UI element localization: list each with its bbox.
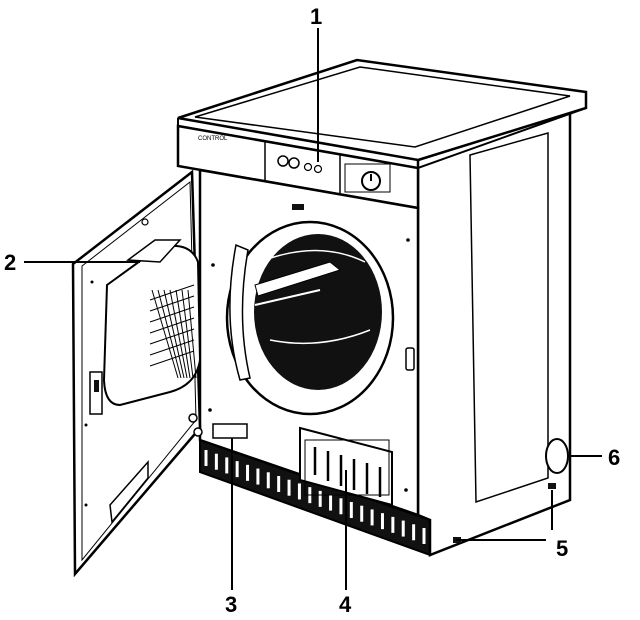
side-panel xyxy=(416,110,572,557)
top-surface xyxy=(177,58,588,170)
callout-2: 2 xyxy=(4,250,16,275)
lint-filter xyxy=(102,239,202,407)
air-intake-grill xyxy=(299,426,393,507)
svg-text:CONTROL: CONTROL xyxy=(198,136,228,142)
open-door xyxy=(71,169,203,578)
condenser-cap xyxy=(545,438,569,474)
leader-lines xyxy=(24,28,602,590)
label-plate xyxy=(212,423,248,439)
callout-1: 1 xyxy=(310,4,322,29)
drum-opening xyxy=(254,234,382,390)
callout-3: 3 xyxy=(225,592,237,617)
callout-4: 4 xyxy=(339,592,352,617)
front-panel xyxy=(198,168,420,517)
callout-5: 5 xyxy=(556,536,568,561)
callout-6: 6 xyxy=(608,445,620,470)
